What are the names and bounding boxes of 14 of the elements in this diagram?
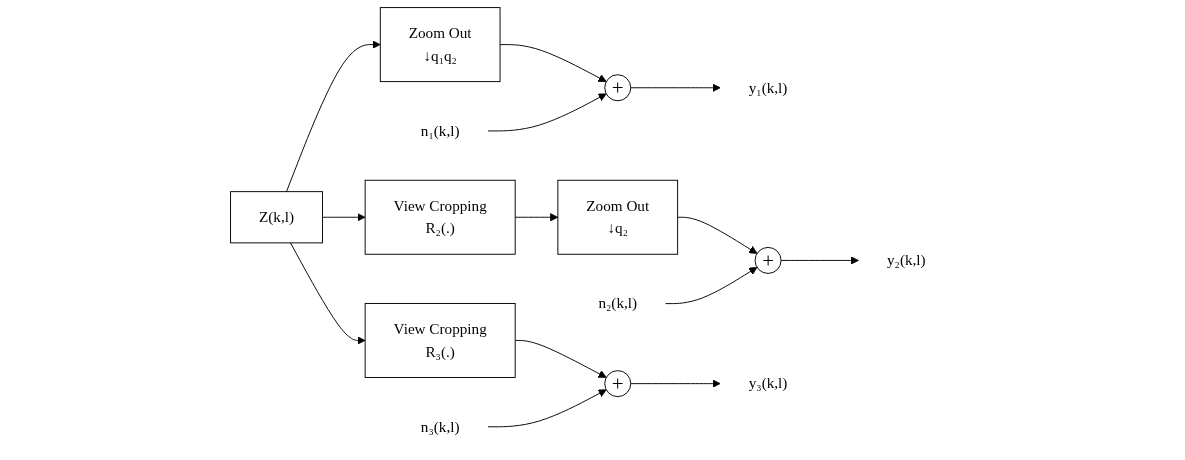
- node-text: y₁(k,l): [748, 79, 788, 96]
- node-box: Z(k,l): [230, 191, 324, 244]
- node-box: View Cropping R₃(.): [364, 303, 516, 378]
- node-text: n₂(k,l): [598, 295, 638, 312]
- node-box: Zoom Out ↓q₂: [557, 179, 679, 255]
- node-box: View Cropping R₂(.): [364, 179, 516, 255]
- node-circle: +: [604, 74, 632, 102]
- node-text: n₃(k,l): [421, 418, 460, 435]
- node-text: y₂(k,l): [887, 251, 926, 269]
- node-circle: +: [604, 370, 632, 398]
- node-box: Zoom Out ↓q₁q₂: [380, 7, 501, 83]
- node-text: y₃(k,l): [748, 375, 788, 392]
- node-circle: +: [754, 246, 782, 274]
- node-text: n₁(k,l): [421, 122, 460, 139]
